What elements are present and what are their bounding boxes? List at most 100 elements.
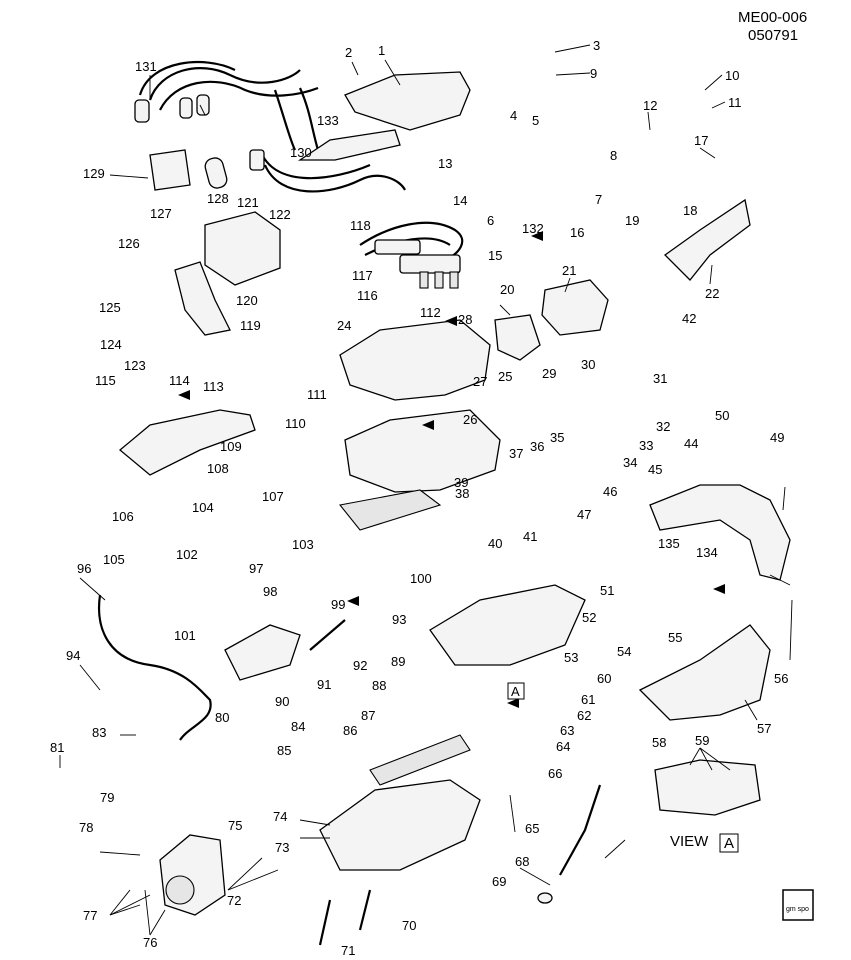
part-label: 88 (372, 678, 386, 693)
part-label: 70 (402, 918, 416, 933)
part-label: 51 (600, 583, 614, 598)
part-label: 112 (420, 305, 441, 320)
lower-intake-manifold (344, 409, 501, 493)
part-label: 57 (757, 721, 771, 736)
part-label: 72 (227, 893, 241, 908)
part-label: 110 (285, 416, 306, 431)
gm-spo-logo (782, 889, 814, 921)
arrow-26 (422, 420, 434, 430)
cylinder-head (319, 779, 481, 871)
part-label: 22 (705, 286, 719, 301)
part-label: 40 (488, 536, 502, 551)
part-label: 12 (643, 98, 657, 113)
sleeve (204, 157, 228, 189)
part-label: 36 (530, 439, 544, 454)
part-label: 103 (292, 537, 314, 552)
part-label: 8 (610, 148, 617, 163)
part-label: 37 (509, 446, 523, 461)
part-label: 69 (492, 874, 506, 889)
valve-cover (429, 584, 586, 666)
part-label: 2 (345, 45, 352, 60)
part-label: 92 (353, 658, 367, 673)
part-label: 68 (515, 854, 529, 869)
dipstick-tube (559, 784, 602, 876)
part-label: 123 (124, 358, 146, 373)
part-label: 64 (556, 739, 570, 754)
part-label: 89 (391, 654, 405, 669)
view-a-manifold (654, 759, 761, 816)
throttle-body-gasket (494, 314, 541, 361)
part-label: 50 (715, 408, 729, 423)
part-label: 91 (317, 677, 331, 692)
wire-harness-130 (249, 129, 406, 193)
arrow-28b (713, 584, 725, 594)
part-label: 34 (623, 455, 637, 470)
part-label: 76 (143, 935, 157, 950)
part-label: 74 (273, 809, 287, 824)
part-label: 54 (617, 644, 631, 659)
oring-69 (537, 892, 553, 904)
view-label-box (719, 833, 739, 853)
part-label: 28 (458, 312, 472, 327)
part-label: 111 (307, 387, 327, 402)
part-label: 66 (548, 766, 562, 781)
part-label: 16 (570, 225, 584, 240)
plenum-cover (344, 71, 471, 131)
exhaust-manifold-left (118, 409, 256, 476)
header-code: ME00-006 (738, 9, 807, 26)
part-label: 39 (454, 475, 468, 490)
part-label: 81 (50, 740, 64, 755)
part-label: 104 (192, 500, 214, 515)
part-label: 13 (438, 156, 452, 171)
part-label: 25 (498, 369, 512, 384)
part-label: 18 (683, 203, 697, 218)
arrow-132 (531, 231, 543, 241)
accessory-bracket (159, 834, 226, 916)
part-label: 61 (581, 692, 595, 707)
part-label: 21 (562, 263, 576, 278)
upper-intake-manifold (339, 319, 491, 401)
part-label: 55 (668, 630, 682, 645)
part-label: 19 (625, 213, 639, 228)
part-label: 49 (770, 430, 784, 445)
part-label: 65 (525, 821, 539, 836)
view-label-box-text: A (724, 835, 734, 852)
part-label: 135 (658, 536, 680, 551)
part-label: 46 (603, 484, 617, 499)
part-label: 31 (653, 371, 667, 386)
pushrod (309, 619, 346, 651)
part-label: 3 (593, 38, 600, 53)
part-label: 101 (174, 628, 196, 643)
part-label: 131 (135, 59, 157, 74)
arrow-114 (178, 390, 190, 400)
part-label: 114 (169, 373, 190, 388)
lifter-guide (224, 624, 301, 681)
engine-harness (98, 594, 212, 741)
part-label: 93 (392, 612, 406, 627)
part-label: 26 (463, 412, 477, 427)
part-label: 115 (95, 373, 116, 388)
exhaust-manifold-right (638, 624, 771, 721)
part-label: 56 (774, 671, 788, 686)
part-label: 20 (500, 282, 514, 297)
upper-bracket-18 (663, 198, 751, 281)
arrow-99 (347, 596, 359, 606)
part-label: 79 (100, 790, 114, 805)
view-a-marker-text: A (511, 684, 520, 699)
part-label: 83 (92, 725, 106, 740)
gm-spo-logo-text: gm spo (786, 906, 809, 913)
valve-71 (318, 899, 332, 946)
intake-gasket-86 (369, 734, 471, 786)
part-label: 113 (203, 379, 224, 394)
part-label: 47 (577, 507, 591, 522)
valve-70 (358, 889, 372, 931)
part-label: 96 (77, 561, 91, 576)
part-label: 24 (337, 318, 351, 333)
part-label: 1 (378, 43, 385, 58)
part-label: 108 (207, 461, 229, 476)
part-label: 105 (103, 552, 125, 567)
part-label: 17 (694, 133, 708, 148)
part-label: 44 (684, 436, 698, 451)
part-label: 38 (455, 486, 469, 501)
part-label: 62 (577, 708, 591, 723)
